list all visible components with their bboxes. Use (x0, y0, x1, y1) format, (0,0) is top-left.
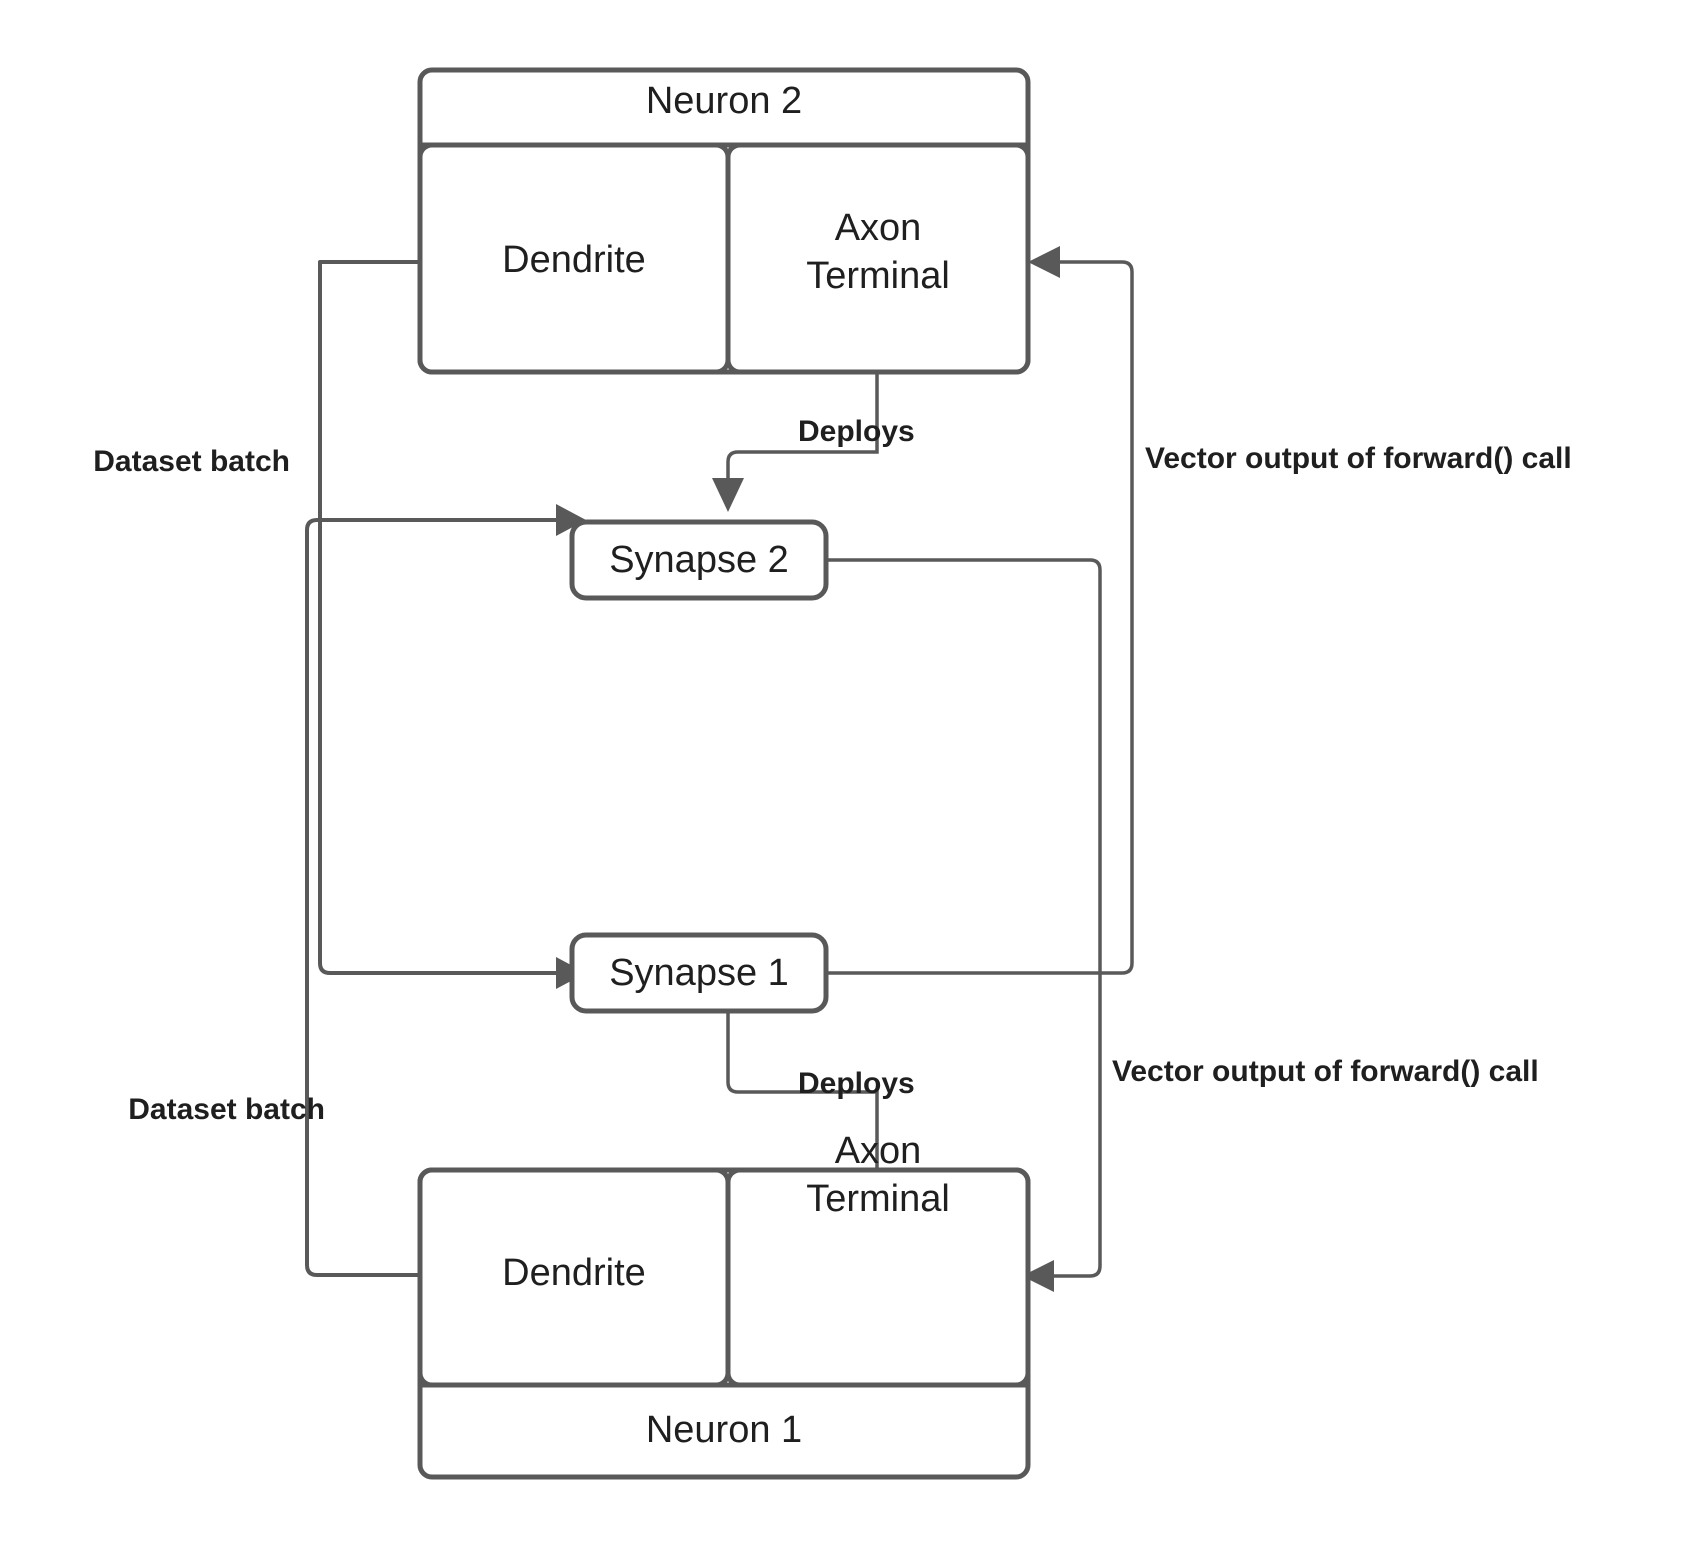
arrowhead-icon (1028, 246, 1060, 278)
arrowhead-icon (712, 478, 744, 512)
edge-deploys-neuron2-to-synapse2 (712, 349, 879, 512)
arrowhead-icon (556, 504, 586, 536)
neuron-2-dendrite-label: Dendrite (502, 239, 646, 281)
node-synapse-2[interactable]: Synapse 2 (569, 519, 829, 601)
edge-label-dataset-batch-bottom: Dataset batch (128, 1093, 325, 1126)
neuron-2-axon-terminal-label-line2: Terminal (806, 255, 950, 297)
arrowhead-icon (1022, 1260, 1054, 1292)
neuron-1-axon-terminal-label-line2: Terminal (806, 1178, 950, 1220)
synapse-2-label: Synapse 2 (609, 539, 789, 581)
edge-label-vector-output-bottom: Vector output of forward() call (1112, 1055, 1539, 1088)
edge-dataset-batch-neuron1-to-synapse2 (305, 504, 586, 1277)
neuron-2-axon-terminal-box[interactable] (725, 142, 1031, 375)
neuron-2-axon-terminal-label-line1: Axon (835, 207, 922, 249)
edge-label-vector-output-top: Vector output of forward() call (1145, 442, 1572, 475)
node-synapse-1[interactable]: Synapse 1 (569, 932, 829, 1014)
neuron-1-title: Neuron 1 (646, 1409, 802, 1451)
synapse-1-box[interactable] (569, 932, 829, 1014)
synapse-1-label: Synapse 1 (609, 952, 789, 994)
edge-label-dataset-batch-top: Dataset batch (93, 445, 290, 478)
neuron-1-axon-terminal-label-line1: Axon (835, 1130, 922, 1172)
edge-vector-output-synapse1-to-neuron2 (826, 246, 1134, 975)
neuron-1-axon-terminal-box[interactable] (725, 1167, 1031, 1388)
neuron-2-title: Neuron 2 (646, 80, 802, 122)
neuron-1-dendrite-label: Dendrite (502, 1252, 646, 1294)
node-neuron-2[interactable]: Neuron 2 Dendrite Axon Terminal (417, 67, 1031, 375)
node-neuron-1[interactable]: Dendrite Axon Terminal Neuron 1 (417, 1130, 1031, 1480)
synapse-2-box[interactable] (569, 519, 829, 601)
edge-label-deploys-top: Deploys (798, 415, 915, 448)
edge-label-deploys-bottom: Deploys (798, 1067, 915, 1100)
edge-vector-output-synapse2-to-neuron1 (826, 558, 1102, 1292)
